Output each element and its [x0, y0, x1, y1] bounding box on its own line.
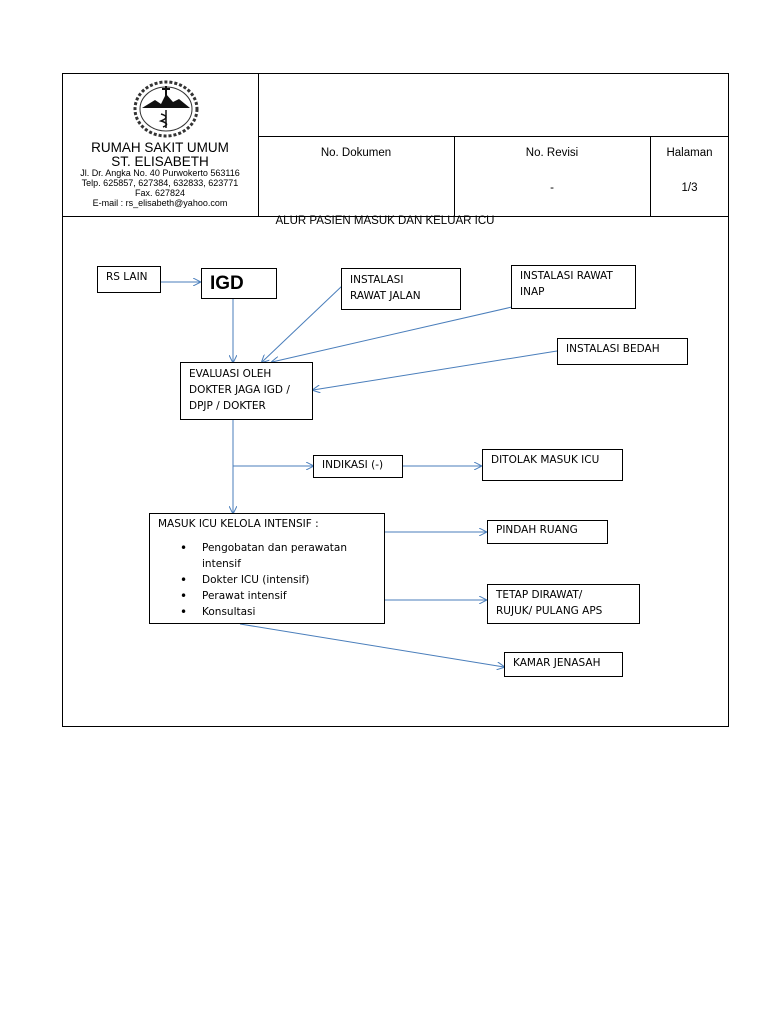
revision-value: - — [550, 182, 554, 194]
box-label: TETAP DIRAWAT/ — [496, 589, 583, 601]
box-label: RS LAIN — [106, 271, 148, 283]
box-label: KAMAR JENASAH — [513, 657, 601, 669]
box-evaluasi: EVALUASI OLEH DOKTER JAGA IGD / DPJP / D… — [180, 362, 313, 420]
box-label: INSTALASI — [350, 274, 404, 286]
box-instalasi-bedah: INSTALASI BEDAH — [557, 338, 688, 365]
list-item: Perawat intensif — [180, 588, 376, 604]
header-divider — [650, 136, 651, 216]
box-label: IGD — [210, 273, 244, 294]
box-label: PINDAH RUANG — [496, 524, 578, 536]
box-label: INSTALASI BEDAH — [566, 343, 660, 355]
page-value: 1/3 — [681, 182, 698, 194]
box-label: DOKTER JAGA IGD / — [189, 384, 290, 396]
box-tetap-dirawat: TETAP DIRAWAT/ RUJUK/ PULANG APS — [487, 584, 640, 624]
revision-label: No. Revisi — [525, 147, 579, 159]
hospital-email: E-mail : rs_elisabeth@yahoo.com — [92, 198, 228, 208]
box-instalasi-rawat-inap: INSTALASI RAWAT INAP — [511, 265, 636, 309]
box-pindah-ruang: PINDAH RUANG — [487, 520, 608, 544]
hospital-name: RUMAH SAKIT UMUM — [91, 140, 229, 155]
box-instalasi-rawat-jalan: INSTALASI RAWAT JALAN — [341, 268, 461, 310]
icu-care-list: Pengobatan dan perawatan intensif Dokter… — [158, 540, 376, 620]
page-title: ALUR PASIEN MASUK DAN KELUAR ICU — [275, 215, 495, 227]
hospital-identity: RUMAH SAKIT UMUM ST. ELISABETH Jl. Dr. A… — [62, 141, 258, 208]
hospital-fax: Fax. 627824 — [134, 188, 186, 198]
box-label: INSTALASI RAWAT — [520, 270, 613, 282]
box-igd: IGD — [201, 268, 277, 299]
box-ditolak-masuk-icu: DITOLAK MASUK ICU — [482, 449, 623, 481]
box-label: RAWAT JALAN — [350, 290, 421, 302]
box-label: INAP — [520, 286, 545, 298]
box-masuk-icu: MASUK ICU KELOLA INTENSIF : Pengobatan d… — [149, 513, 385, 624]
box-rs-lain: RS LAIN — [97, 266, 161, 293]
header-divider — [62, 216, 729, 217]
box-title: MASUK ICU KELOLA INTENSIF : — [158, 518, 319, 530]
box-label: RUJUK/ PULANG APS — [496, 605, 603, 617]
doc-number-label: No. Dokumen — [320, 147, 392, 159]
arrow-bedah-evaluasi — [313, 350, 558, 390]
hospital-address: Jl. Dr. Angka No. 40 Purwokerto 563116 — [80, 168, 240, 178]
hospital-emblem-icon — [133, 80, 199, 138]
page-label: Halaman — [666, 147, 713, 159]
header-divider — [258, 136, 729, 137]
arrow-rawatinap-evaluasi — [272, 306, 513, 362]
list-item: Pengobatan dan perawatan intensif — [180, 540, 376, 572]
list-item: Dokter ICU (intensif) — [180, 572, 376, 588]
box-label: EVALUASI OLEH — [189, 368, 272, 380]
box-label: DPJP / DOKTER — [189, 400, 266, 412]
header-divider — [454, 136, 455, 216]
header-divider — [258, 73, 259, 216]
box-label: INDIKASI (-) — [322, 459, 384, 471]
hospital-phone: Telp. 625857, 627384, 632833, 623771 — [81, 178, 239, 188]
arrow-rawatjalan-evaluasi — [262, 285, 343, 362]
list-item: Konsultasi — [180, 604, 376, 620]
box-indikasi: INDIKASI (-) — [313, 455, 403, 478]
box-kamar-jenasah: KAMAR JENASAH — [504, 652, 623, 677]
hospital-name: ST. ELISABETH — [111, 153, 209, 169]
document-frame — [62, 73, 729, 727]
arrow-icu-jenasah — [239, 623, 504, 667]
box-label: DITOLAK MASUK ICU — [491, 454, 600, 466]
